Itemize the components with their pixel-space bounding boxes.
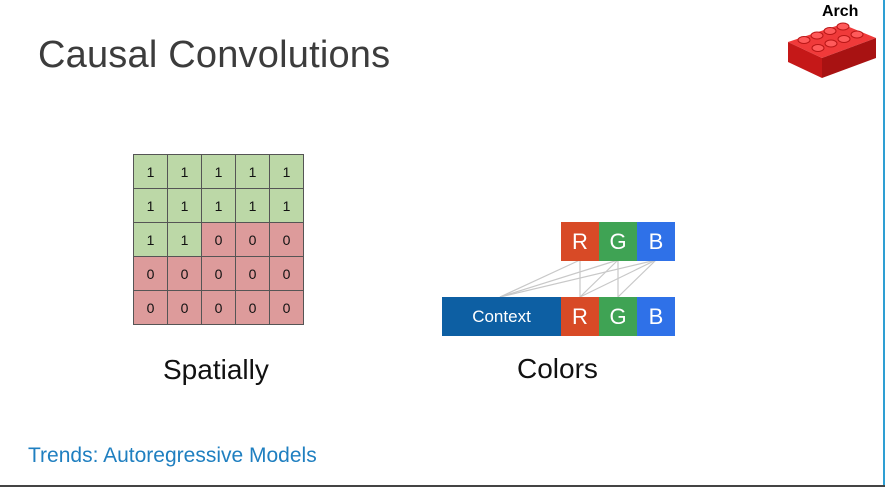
mask-cell: 1 <box>202 155 236 189</box>
slide-title: Causal Convolutions <box>38 34 391 76</box>
mask-cell: 0 <box>202 257 236 291</box>
bottom-g-block: G <box>599 297 637 336</box>
mask-cell: 1 <box>202 189 236 223</box>
slide-right-edge <box>883 0 885 487</box>
mask-cell: 1 <box>270 155 304 189</box>
mask-cell: 0 <box>270 223 304 257</box>
bottom-r-block: R <box>561 297 599 336</box>
lego-brick-icon <box>788 22 876 78</box>
footer-text: Trends: Autoregressive Models <box>28 444 317 467</box>
mask-cell: 0 <box>134 257 168 291</box>
corner-label: Arch <box>822 3 859 20</box>
top-r-block: R <box>561 222 599 261</box>
spatial-caption: Spatially <box>163 354 269 385</box>
bottom-b-block: B <box>637 297 675 336</box>
mask-cell: 0 <box>202 223 236 257</box>
mask-cell: 0 <box>236 291 270 325</box>
mask-cell: 1 <box>168 223 202 257</box>
context-block: Context <box>442 297 561 336</box>
mask-cell: 1 <box>270 189 304 223</box>
mask-cell: 0 <box>236 257 270 291</box>
mask-cell: 1 <box>168 189 202 223</box>
mask-cell: 1 <box>134 155 168 189</box>
top-b-block: B <box>637 222 675 261</box>
mask-cell: 0 <box>270 257 304 291</box>
mask-cell: 1 <box>236 189 270 223</box>
mask-cell: 1 <box>134 189 168 223</box>
mask-cell: 1 <box>236 155 270 189</box>
mask-cell: 0 <box>270 291 304 325</box>
mask-cell: 0 <box>168 291 202 325</box>
mask-cell: 1 <box>168 155 202 189</box>
mask-cell: 0 <box>202 291 236 325</box>
bottom-rule <box>0 485 885 487</box>
top-g-block: G <box>599 222 637 261</box>
mask-cell: 0 <box>236 223 270 257</box>
mask-cell: 1 <box>134 223 168 257</box>
mask-cell: 0 <box>168 257 202 291</box>
mask-cell: 0 <box>134 291 168 325</box>
colors-caption: Colors <box>517 353 598 384</box>
